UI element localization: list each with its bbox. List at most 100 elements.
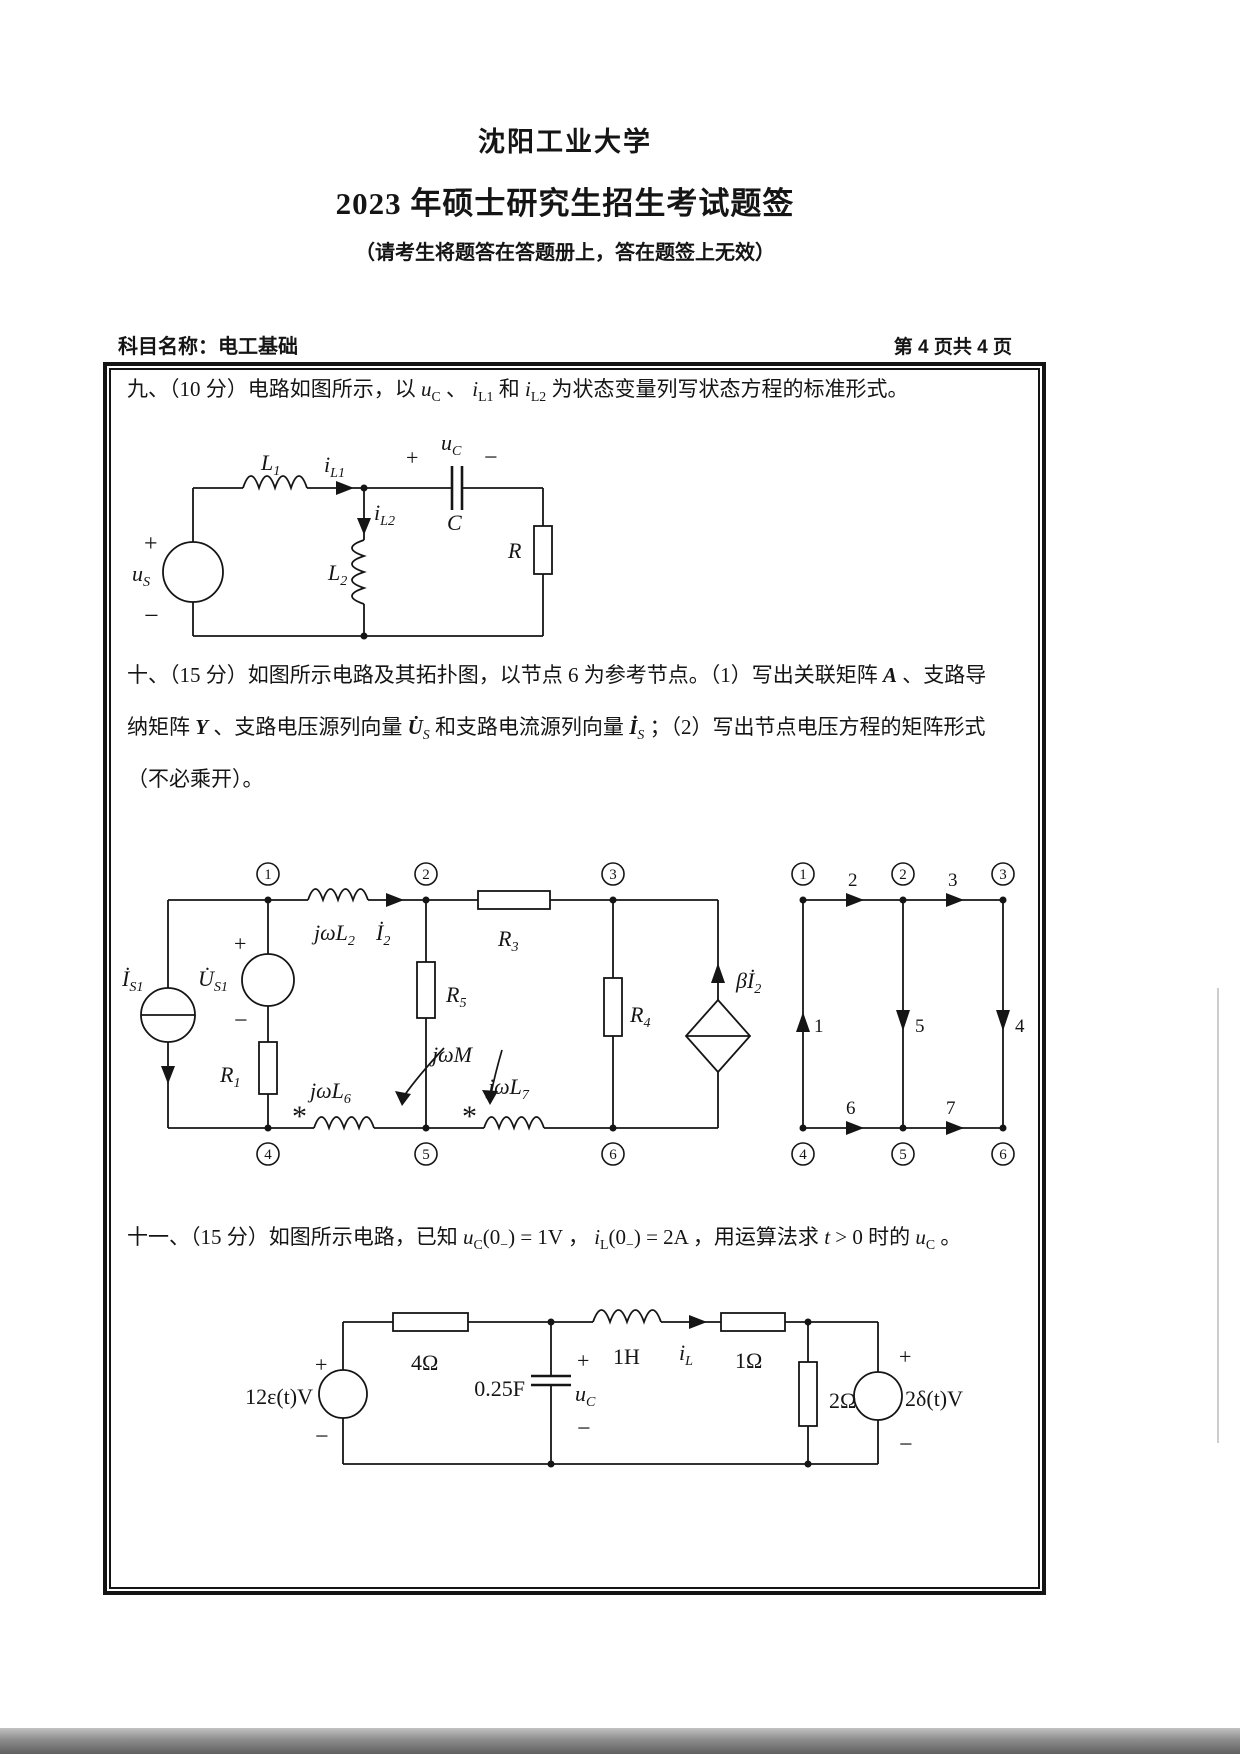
label-is1: İS1 <box>121 966 143 995</box>
mutual-arrowhead-left <box>395 1091 411 1106</box>
circuit-node-badges: 1 2 3 4 5 6 <box>256 862 625 1166</box>
branch5-arrow <box>896 1010 910 1031</box>
voltage-source-us <box>162 541 224 603</box>
minus-sign: − <box>577 1416 591 1442</box>
question-box: 九、（10 分）电路如图所示，以 uC 、 iL1 和 iL2 为状态变量列写状… <box>103 362 1046 1595</box>
resistor-R3 <box>477 890 551 910</box>
branch-label-6: 6 <box>846 1098 856 1119</box>
label-jwL7: jωL7 <box>485 1074 530 1103</box>
label-iL2: iL2 <box>374 500 395 529</box>
node-dots <box>547 1318 812 1468</box>
label-L1: L1 <box>260 450 280 479</box>
wires <box>342 1309 879 1465</box>
label-R5: R5 <box>445 982 467 1011</box>
question-10-line3: （不必乘开）。 <box>127 767 264 791</box>
inductor-jwL6 <box>313 1116 375 1131</box>
current-arrow-iL <box>689 1315 707 1329</box>
label-R: R <box>507 538 522 563</box>
resistor-1ohm <box>720 1312 786 1332</box>
branch2-arrow <box>846 893 864 907</box>
svg-text:5: 5 <box>899 1147 907 1163</box>
branch-label-3: 3 <box>948 870 958 891</box>
exam-title: 2023 年硕士研究生招生考试题签 <box>335 186 795 221</box>
label-2ohm: 2Ω <box>829 1388 856 1413</box>
minus-sign: − <box>899 1432 913 1458</box>
mutual-arrowhead-right <box>482 1090 498 1105</box>
branch4-arrow <box>996 1010 1010 1031</box>
scan-artifact-line <box>1217 988 1219 1443</box>
circuit-diagram-q11: + 12ε(t)V − 4Ω 0.25F + uC − 1H iL 1Ω 2Ω … <box>245 1309 963 1468</box>
voltage-source-step <box>318 1369 368 1419</box>
current-arrow-i2 <box>386 893 404 907</box>
node-dots <box>264 896 617 1132</box>
svg-text:6: 6 <box>609 1147 617 1163</box>
page-number: 第 4 页共 4 页 <box>893 337 1012 358</box>
resistor-R <box>533 525 553 575</box>
label-source-2d: 2δ(t)V <box>905 1386 963 1411</box>
inductor-L1 <box>242 475 308 491</box>
topology-graph: 2 3 1 5 4 6 7 1 2 3 4 5 <box>791 862 1025 1166</box>
label-uc: uC <box>575 1381 596 1410</box>
source-arrow-down <box>161 1066 175 1084</box>
subject-name: 科目名称：电工基础 <box>118 336 298 358</box>
label-uc: uC <box>441 430 462 459</box>
svg-text:4: 4 <box>264 1147 272 1163</box>
branch-label-4: 4 <box>1015 1016 1025 1037</box>
label-us: uS <box>132 561 150 590</box>
svg-text:2: 2 <box>899 867 907 883</box>
current-arrow-iL1 <box>336 481 354 495</box>
plus-sign: + <box>234 931 246 956</box>
svg-text:6: 6 <box>999 1147 1007 1163</box>
svg-text:4: 4 <box>799 1147 807 1163</box>
question-10-line2: 纳矩阵 Y 、支路电压源列向量 U̇S 和支路电流源列向量 İS ；（2）写出节… <box>127 715 986 743</box>
minus-sign: − <box>484 445 498 471</box>
plus-sign: + <box>577 1348 589 1373</box>
question-9-text: 九、（10 分）电路如图所示，以 uC 、 iL1 和 iL2 为状态变量列写状… <box>127 377 909 405</box>
dependent-source-arrow-up <box>711 963 725 983</box>
resistor-R5 <box>416 961 436 1019</box>
voltage-source-us1 <box>241 953 295 1007</box>
node-dot <box>360 632 368 640</box>
inductor-jwL2 <box>307 888 369 903</box>
resistor-4ohm <box>392 1312 469 1332</box>
minus-sign: − <box>234 1008 248 1034</box>
label-iL: iL <box>679 1340 693 1369</box>
circuit-diagram-q9: + uS − L1 iL1 iL2 L2 + uC − C R <box>132 430 553 640</box>
branch-label-2: 2 <box>848 870 858 891</box>
svg-text:3: 3 <box>999 867 1007 883</box>
label-jwM: jωM <box>429 1042 474 1067</box>
question-10-line1: 十、（15 分）如图所示电路及其拓扑图，以节点 6 为参考节点。（1）写出关联矩… <box>127 663 987 687</box>
topo-node-badges: 1 2 3 4 5 6 <box>791 862 1015 1166</box>
label-1ohm: 1Ω <box>735 1348 762 1373</box>
svg-text:3: 3 <box>609 867 617 883</box>
circuit-diagram-q10: 1 2 3 4 5 6 İS1 + U̇S1 − R1 jωL2 İ2 R3 R… <box>121 862 1025 1166</box>
current-arrow-iL2 <box>357 518 371 535</box>
resistor-R1 <box>258 1041 278 1095</box>
minus-sign: − <box>144 601 159 630</box>
plus-sign: + <box>406 445 418 470</box>
minus-sign: − <box>315 1424 329 1450</box>
resistor-2ohm <box>798 1361 818 1427</box>
plus-sign: + <box>899 1344 911 1369</box>
dot-mark-star: * <box>292 1100 307 1133</box>
label-capacitance: 0.25F <box>474 1376 525 1401</box>
label-i2: İ2 <box>375 920 390 949</box>
label-iL1: iL1 <box>324 452 345 481</box>
branch-label-1: 1 <box>814 1016 824 1037</box>
svg-text:2: 2 <box>422 867 430 883</box>
label-us1: U̇S1 <box>198 966 228 995</box>
plus-sign: + <box>144 531 158 557</box>
instruction-note: （请考生将题答在答题册上，答在题签上无效） <box>355 242 775 264</box>
label-beta-i2: βİ2 <box>735 968 761 997</box>
scan-artifact-bar <box>0 1728 1240 1754</box>
branch1-arrow <box>796 1012 810 1032</box>
inductor-L2 <box>351 539 367 605</box>
wires <box>192 466 544 637</box>
inductor-jwL7 <box>483 1116 545 1131</box>
plus-sign: + <box>315 1352 327 1377</box>
label-R3: R3 <box>497 926 519 955</box>
label-jwL6: jωL6 <box>307 1078 351 1107</box>
label-C: C <box>447 510 462 535</box>
label-R4: R4 <box>629 1002 651 1031</box>
